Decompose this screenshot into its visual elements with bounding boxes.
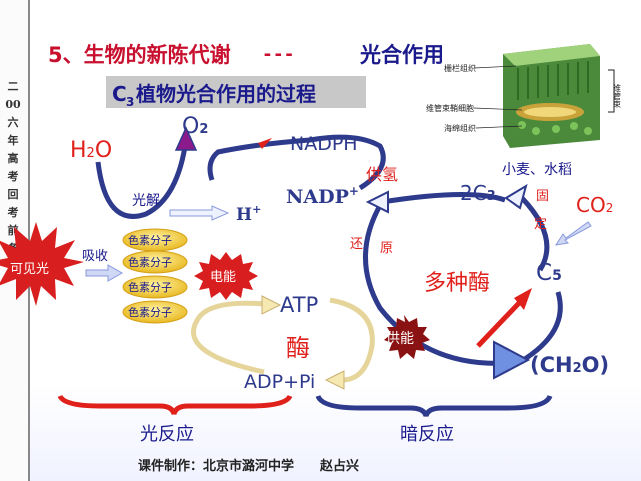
- adp-to-atp-arc: [191, 300, 265, 375]
- absorb-arrow: [85, 264, 124, 282]
- red-arrow-shaft: [476, 300, 522, 348]
- ch2o-to-c5-arc: [518, 291, 563, 365]
- h2o-label: H2O: [70, 138, 112, 163]
- absorb-label: 吸收: [82, 249, 108, 264]
- photolysis-arrow: [95, 139, 189, 219]
- energy-supply-label: 供能: [386, 331, 414, 347]
- subtitle-box: [106, 76, 366, 108]
- visible-light-burst: [0, 222, 84, 306]
- co2-arrow: [554, 221, 592, 246]
- title-dashes: ---: [262, 44, 295, 65]
- nadp-plus-label: NADP+: [286, 184, 359, 208]
- h-plus-label: H+: [236, 203, 261, 225]
- energy-supply-burst: [384, 315, 430, 359]
- adp-pi-label: ADP+Pi: [244, 371, 315, 393]
- leaf-label-spongy: 海绵组织: [444, 123, 476, 133]
- atp-label: ATP: [280, 293, 318, 317]
- multiple-enzymes-label: 多种酶: [424, 271, 490, 296]
- footer-credit: 课件制作：北京市潞河中学 赵占兴: [138, 458, 359, 474]
- light-reaction-label: 光反应: [140, 424, 194, 445]
- hydrogen-supply-label: 供氢: [366, 165, 398, 184]
- pigment-label: 色素分子: [128, 280, 172, 294]
- pigment-label: 色素分子: [128, 255, 172, 269]
- co2-label: CO2: [576, 193, 613, 217]
- plant-caption: 小麦、水稻: [502, 162, 572, 178]
- subtitle-sub: 3: [126, 95, 134, 109]
- atp-arrowhead: [261, 295, 282, 315]
- h-plus-arrow: [169, 205, 230, 221]
- pigment-label: 色素分子: [128, 233, 172, 247]
- photolysis-label: 光解: [132, 193, 160, 209]
- leaf-label-bundle-sheath: 维管束鞘细胞: [426, 103, 474, 113]
- enzyme-label: 酶: [286, 334, 310, 362]
- pigment-label: 色素分子: [128, 305, 172, 319]
- c5-to-c3-arc: [520, 196, 550, 272]
- pigment-molecule: [122, 275, 188, 299]
- leaf-cross-section-image: [473, 40, 615, 156]
- reduction-label-2: 原: [380, 241, 393, 256]
- atp-to-adp-arc: [329, 297, 375, 383]
- c5-label: C5: [536, 260, 562, 286]
- electric-energy-label: 电能: [210, 270, 236, 285]
- leaf-label-palisade: 栅栏组织: [444, 63, 476, 73]
- nadph-cycle-arrow: [207, 134, 386, 191]
- calvin-cycle-left-arc: [363, 200, 521, 366]
- ch2o-arrowhead: [493, 340, 531, 380]
- c3-label: 2C3: [460, 181, 496, 205]
- pigment-molecule: [122, 300, 188, 324]
- pigment-molecule: [122, 250, 188, 274]
- ch2o-label: (CH2O): [530, 353, 609, 377]
- title-topic: 光合作用: [359, 43, 444, 67]
- c3-arrowhead: [504, 183, 528, 210]
- fixation-label-2: 定: [534, 217, 547, 232]
- nadph-arrowhead: [258, 138, 272, 149]
- subtitle-text: 植物光合作用的过程: [136, 82, 316, 106]
- leaf-label-vascular-bundle: 维管束: [613, 83, 622, 109]
- red-arrowhead: [514, 288, 532, 310]
- dark-reaction-label: 暗反应: [400, 424, 454, 445]
- calvin-c3-to-nadp-arc: [381, 192, 506, 205]
- visible-light-label: 可见光: [10, 262, 49, 277]
- light-reaction-brace: [57, 394, 293, 415]
- adp-arrowhead: [324, 370, 345, 390]
- c3-return-arrowhead: [365, 190, 389, 214]
- fixation-label-1: 固: [536, 189, 549, 204]
- reduction-label-1: 还: [350, 237, 363, 252]
- slide-title: 5、生物的新陈代谢: [48, 43, 231, 67]
- nadph-label: NADPH: [290, 133, 358, 155]
- o2-arrowhead: [174, 126, 198, 151]
- electric-energy-burst: [194, 252, 258, 300]
- subtitle-c: C: [112, 82, 127, 106]
- dark-reaction-brace: [315, 394, 553, 417]
